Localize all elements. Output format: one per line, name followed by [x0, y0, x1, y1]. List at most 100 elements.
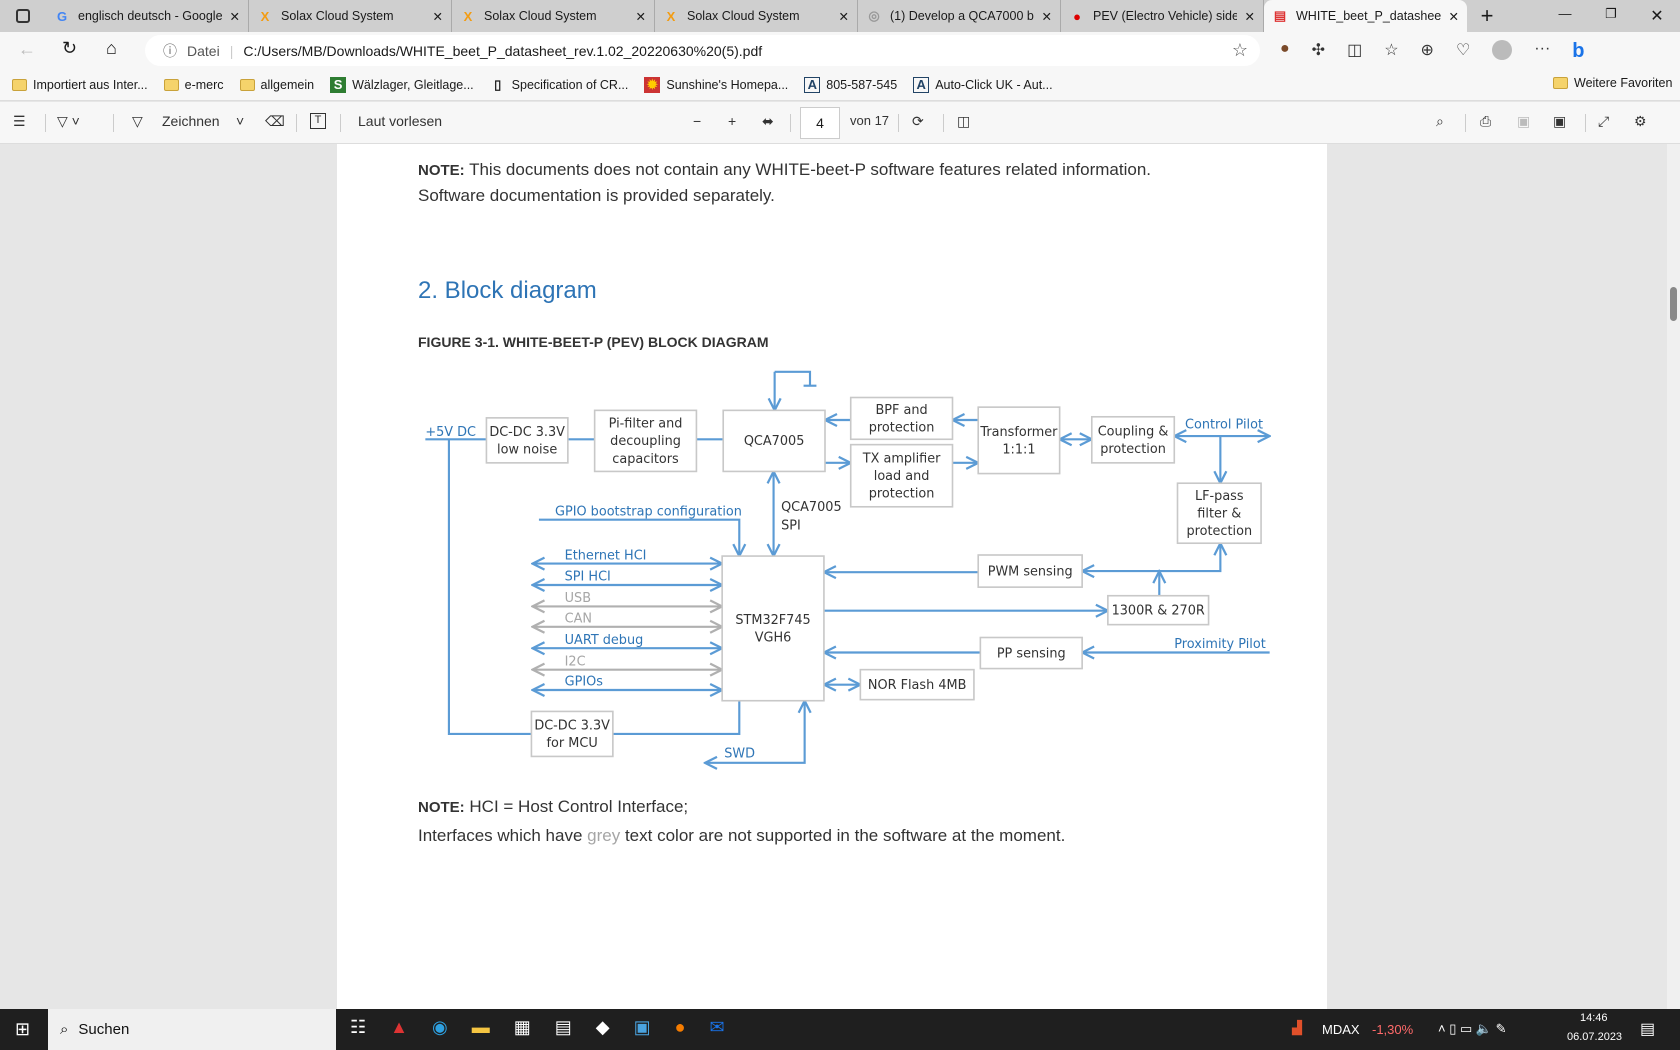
calculator-icon[interactable]: ▤ [554, 1017, 572, 1037]
draw-dropdown-icon[interactable]: ˅ [236, 113, 245, 129]
fit-page-icon[interactable]: ⬌ [762, 113, 774, 129]
firefox-icon[interactable]: ● [674, 1017, 686, 1037]
start-button[interactable]: ⊞ [15, 1019, 31, 1039]
stock-icon: ▟ [1292, 1020, 1302, 1035]
page-view-icon[interactable]: ◫ [957, 113, 971, 129]
pdf-toolbar: ☰ ▽ ˅ ▽ Zeichnen ˅ ⌫ T Laut vorlesen − +… [0, 102, 1680, 144]
tab[interactable]: ▤WHITE_beet_P_datasheet_✕ [1264, 0, 1467, 32]
zoom-in-button[interactable]: + [728, 113, 737, 129]
new-tab-button[interactable]: + [1480, 3, 1494, 28]
tab-title: Solax Cloud System [687, 9, 800, 23]
zoom-out-button[interactable]: − [693, 113, 702, 129]
clock-date[interactable]: 06.07.2023 [1567, 1031, 1623, 1043]
minimize-button[interactable]: — [1558, 6, 1572, 21]
app-icon[interactable]: ▦ [513, 1017, 531, 1037]
more-favorites[interactable]: Weitere Favoriten [1553, 76, 1672, 90]
tab-close-icon[interactable]: ✕ [1041, 9, 1052, 24]
stock-ticker[interactable]: MDAX [1322, 1022, 1360, 1037]
solax-icon: X [260, 8, 270, 24]
cookie-icon[interactable]: ● [1280, 40, 1290, 57]
health-icon[interactable]: ♡ [1455, 42, 1471, 59]
home-button[interactable]: ⌂ [106, 38, 117, 58]
settings-icon[interactable]: ⚙ [1634, 113, 1647, 129]
explorer-icon[interactable]: ▬ [471, 1017, 490, 1037]
taskbar: ⊞ ⌕Suchen ☷ ▲ ◉ ▬ ▦ ▤ ◆ ▣ ● ✉ ▟ MDAX -1,… [0, 1009, 1680, 1050]
restore-button[interactable]: ❐ [1605, 6, 1617, 21]
text-icon[interactable]: T [310, 113, 326, 129]
outlook-icon[interactable]: ✉ [709, 1017, 725, 1037]
pdf-page: NOTE: This documents does not contain an… [337, 144, 1327, 1009]
bookmark-item[interactable]: e-merc [163, 78, 224, 92]
page-count: von 17 [850, 113, 890, 128]
print-icon[interactable]: ⎙ [1480, 113, 1492, 129]
save-as-icon[interactable]: ▣ [1553, 113, 1567, 129]
bookmark-item[interactable]: ▯Specification of CR... [490, 76, 628, 93]
tab[interactable]: X Solax Cloud System ✕ [249, 0, 452, 32]
tab-actions-button[interactable] [0, 9, 46, 23]
fullscreen-icon[interactable]: ⤢ [1598, 113, 1610, 129]
back-button[interactable]: ← [18, 39, 36, 59]
profile-avatar[interactable] [1492, 40, 1513, 60]
scrollbar[interactable] [1667, 144, 1680, 1009]
favorite-star-icon[interactable]: ☆ [1231, 40, 1248, 60]
draw-icon[interactable]: ▽ [132, 113, 143, 129]
url-text[interactable]: C:/Users/MB/Downloads/WHITE_beet_P_datas… [243, 42, 763, 59]
close-window-button[interactable]: ✕ [1650, 8, 1664, 25]
save-icon[interactable]: ▣ [1517, 113, 1531, 129]
app-icon[interactable]: ◆ [595, 1017, 610, 1037]
bookmark-label: Sunshine's Homepa... [666, 77, 789, 92]
app-icon[interactable]: ▣ [633, 1017, 651, 1037]
tab-title: PEV (Electro Vehicle) side f [1093, 9, 1237, 23]
favorites-icon[interactable]: ☆ [1384, 42, 1399, 59]
bookmark-label: Auto-Click UK - Aut... [935, 77, 1053, 92]
clock-time[interactable]: 14:46 [1580, 1012, 1608, 1024]
notifications-icon[interactable]: ▤ [1640, 1021, 1656, 1038]
address-bar[interactable]: ⓘ Datei | C:/Users/MB/Downloads/WHITE_be… [145, 35, 1260, 66]
page-number-input[interactable]: 4 [800, 107, 840, 139]
tab-close-icon[interactable]: ✕ [838, 9, 849, 24]
tab[interactable]: ◎(1) Develop a QCA7000 bo✕ [858, 0, 1061, 32]
refresh-button[interactable]: ↻ [62, 38, 78, 58]
tab-close-icon[interactable]: ✕ [432, 9, 443, 24]
tab-title: WHITE_beet_P_datasheet_ [1296, 9, 1441, 23]
tab-close-icon[interactable]: ✕ [1244, 9, 1255, 24]
tab-actions-icon [16, 9, 30, 23]
tab[interactable]: ●PEV (Electro Vehicle) side f✕ [1061, 0, 1264, 32]
split-screen-icon[interactable]: ◫ [1347, 42, 1363, 59]
note-software-2: Software documentation is provided separ… [418, 186, 775, 205]
tab-close-icon[interactable]: ✕ [229, 9, 240, 24]
tab-title: Solax Cloud System [281, 9, 394, 23]
search-icon[interactable]: ⌕ [1436, 113, 1444, 129]
more-icon[interactable]: ··· [1534, 40, 1551, 57]
stock-change: -1,30% [1372, 1022, 1414, 1037]
bookmark-item[interactable]: Importiert aus Inter... [12, 78, 148, 92]
system-tray-icons[interactable]: ˄ ▯ ▭ 🔈 ✎ [1438, 1021, 1507, 1036]
bookmark-item[interactable]: allgemein [239, 78, 314, 92]
bing-icon[interactable]: b [1572, 40, 1585, 62]
task-view-icon[interactable]: ☷ [350, 1017, 367, 1037]
search-label: Suchen [78, 1021, 130, 1038]
contents-icon[interactable]: ☰ [13, 113, 26, 129]
extensions-icon[interactable]: ✣ [1311, 42, 1326, 59]
read-aloud-button[interactable]: Laut vorlesen [358, 113, 443, 129]
app-icon[interactable]: ▲ [390, 1017, 408, 1037]
rotate-icon[interactable]: ⟳ [912, 113, 924, 129]
search-box[interactable]: ⌕Suchen [48, 1009, 336, 1050]
bookmark-item[interactable]: ✹Sunshine's Homepa... [644, 76, 789, 93]
eraser-icon[interactable]: ⌫ [265, 113, 285, 129]
collections-icon[interactable]: ⊕ [1420, 42, 1434, 59]
bookmark-label: Importiert aus Inter... [33, 77, 148, 92]
edge-icon[interactable]: ◉ [431, 1017, 448, 1037]
page-icon: ▯ [494, 76, 502, 92]
highlight-icon[interactable]: ▽ ˅ [57, 113, 80, 129]
tab-close-icon[interactable]: ✕ [1448, 9, 1459, 24]
scrollbar-thumb[interactable] [1670, 287, 1677, 321]
tab-close-icon[interactable]: ✕ [635, 9, 646, 24]
draw-button[interactable]: Zeichnen [162, 113, 220, 129]
